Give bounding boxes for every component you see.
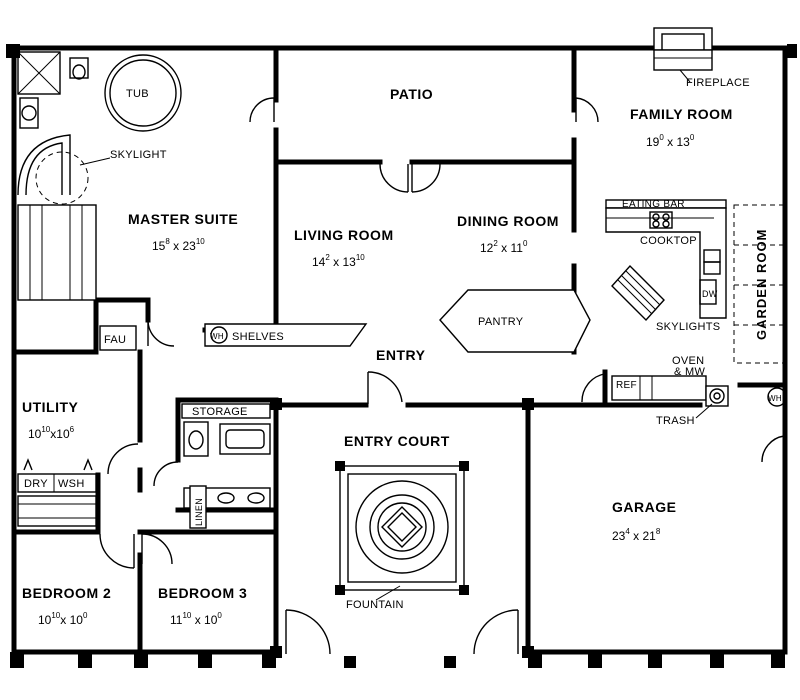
kitchen-skylight <box>611 264 665 322</box>
living-door-swing <box>379 163 409 193</box>
kitchen-counter: EATING BAR <box>605 199 727 319</box>
cooktop-label: COOKTOP <box>640 235 697 247</box>
utility-dimensions: 1010x106 <box>28 425 75 441</box>
utility-label: UTILITY <box>22 399 79 415</box>
pantry <box>439 289 591 353</box>
wsh-label: WSH <box>58 478 85 490</box>
skylights-label: SKYLIGHTS <box>656 321 720 333</box>
wh-label-garage: WH <box>768 394 782 403</box>
linen-label: LINEN <box>194 498 204 526</box>
bedroom3-dimensions: 1110 x 100 <box>170 611 222 627</box>
eating-bar-label: EATING BAR <box>622 199 685 210</box>
fireplace <box>653 27 713 71</box>
tub-label: TUB <box>126 88 149 100</box>
bedroom2-dimensions: 1010x 100 <box>38 611 88 627</box>
entry-court-label: ENTRY COURT <box>344 433 450 449</box>
fountain <box>335 461 469 595</box>
fau <box>99 325 137 351</box>
bedroom2-label: BEDROOM 2 <box>22 585 111 601</box>
oven-label: OVEN <box>672 355 704 367</box>
entry-label: ENTRY <box>376 347 426 363</box>
patio-label: PATIO <box>390 86 433 102</box>
garden-room <box>733 204 786 364</box>
dry-label: DRY <box>24 478 48 490</box>
posts <box>6 44 797 668</box>
dw-label: DW <box>702 289 718 299</box>
fountain-label: FOUNTAIN <box>346 599 404 611</box>
pantry-label: PANTRY <box>478 316 524 328</box>
family-room-label: FAMILY ROOM <box>630 106 733 122</box>
master-suite-label: MASTER SUITE <box>128 211 238 227</box>
shelves-label: SHELVES <box>232 331 284 343</box>
master-bath: TUB SKYLIGHT <box>17 51 182 301</box>
bedroom3-label: BEDROOM 3 <box>158 585 247 601</box>
dining-room-dimensions: 122 x 110 <box>480 239 528 255</box>
dining-room-label: DINING ROOM <box>457 213 559 229</box>
trash-label: TRASH <box>656 415 695 427</box>
oven-mw-label: & MW <box>674 366 705 378</box>
skylight-label: SKYLIGHT <box>110 149 167 161</box>
fireplace-label: FIREPLACE <box>686 77 750 89</box>
wh-label-shelves: WH <box>210 332 224 341</box>
storage-label: STORAGE <box>192 406 248 418</box>
garage-label: GARAGE <box>612 499 676 515</box>
patio-door-swing <box>249 97 275 123</box>
shelves <box>204 323 368 347</box>
ref-label: REF <box>616 380 637 391</box>
living-room-dimensions: 142 x 1310 <box>312 253 365 269</box>
living-room-label: LIVING ROOM <box>294 227 394 243</box>
garage-dimensions: 234 x 218 <box>612 527 661 543</box>
family-room-dimensions: 190 x 130 <box>646 133 695 149</box>
fau-label: FAU <box>104 334 126 346</box>
garden-room-label: GARDEN ROOM <box>754 229 769 340</box>
master-suite-dimensions: 158 x 2310 <box>152 237 205 253</box>
